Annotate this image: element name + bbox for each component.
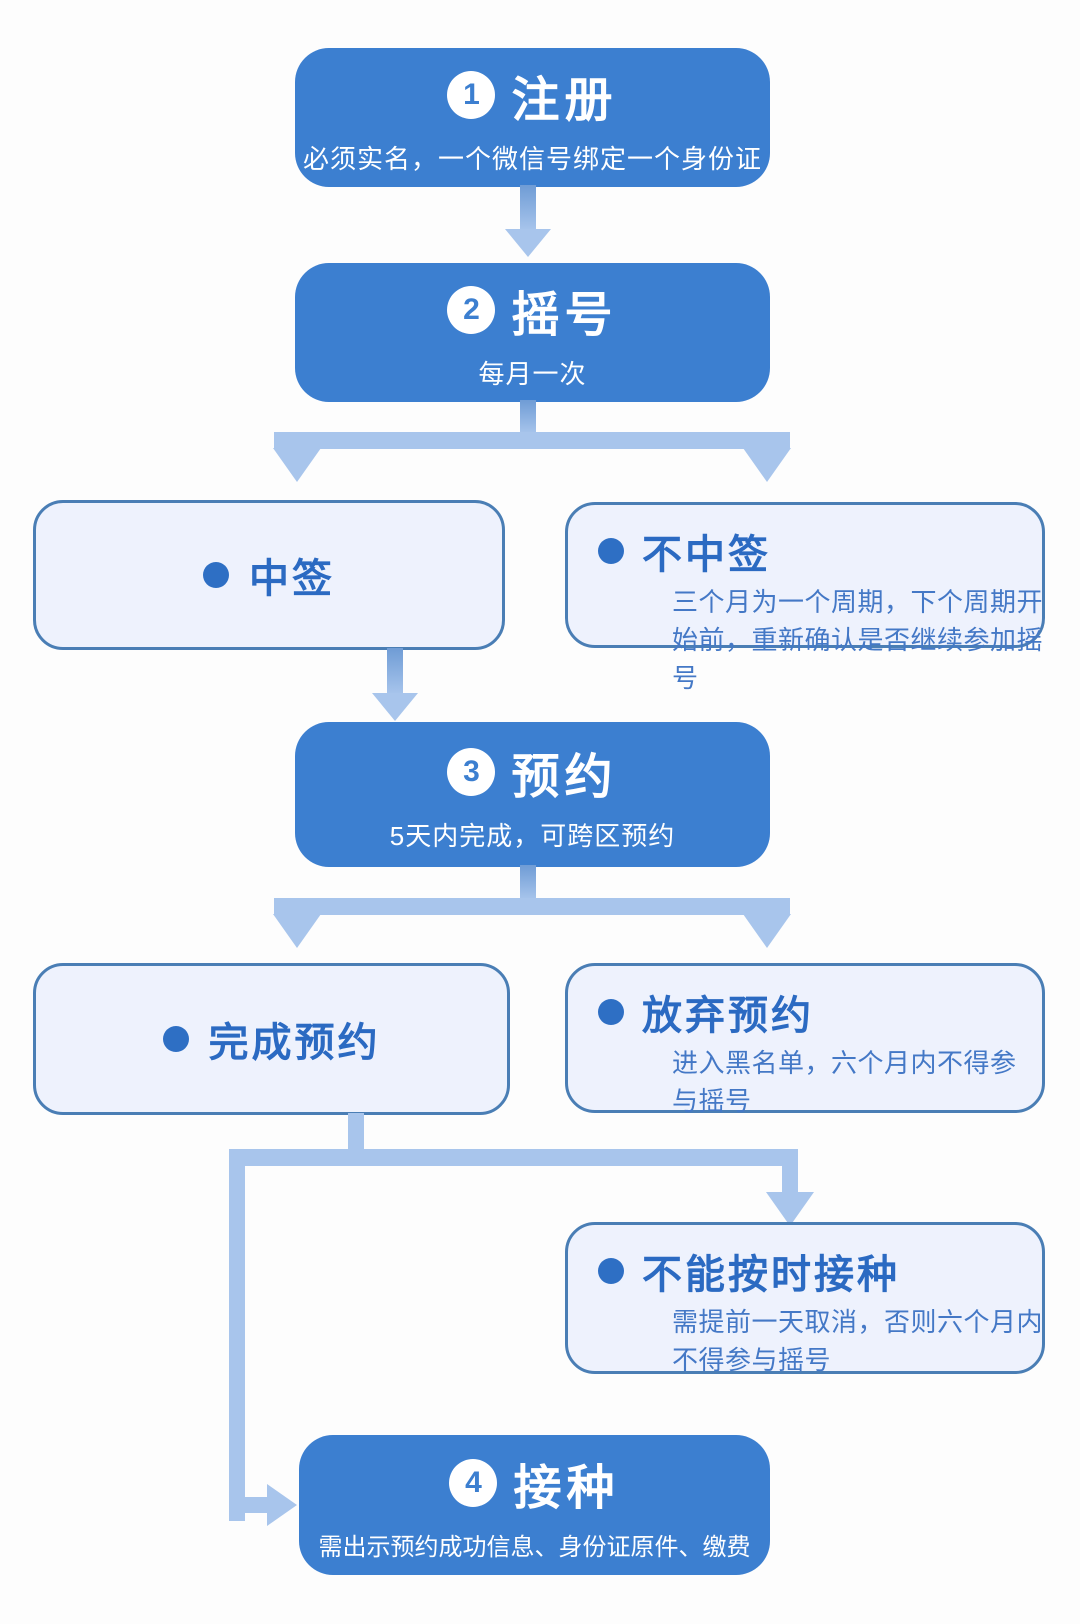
step-4-subtitle: 需出示预约成功信息、身份证原件、缴费 [318,1534,751,1561]
complete-to-vaccinate-vertical [229,1149,245,1521]
outcome-abandon-subtitle: 进入黑名单，六个月内不得参与摇号 [672,1048,1017,1116]
bullet-icon [162,1026,189,1052]
arrow-to-miss-head [766,1192,814,1226]
appointment-split-stub [520,865,536,900]
outcome-lose-title: 不中签 [642,533,771,577]
bullet-icon [598,538,624,564]
step-box-1-register: 1 注册 必须实名，一个微信号绑定一个身份证 [295,48,770,187]
step-box-4-vaccinate: 4 接种 需出示预约成功信息、身份证原件、缴费 [299,1435,770,1575]
lottery-split-bar [274,432,790,449]
outcome-abandon-title: 放弃预约 [642,994,814,1038]
complete-split-stub [348,1113,364,1153]
step-2-title-row: 2 摇号 [447,275,617,345]
arrow-to-complete-head [273,914,321,948]
step-3-title-row: 3 预约 [447,737,617,807]
bullet-icon [598,999,624,1025]
step-2-number-badge: 2 [447,285,496,334]
step-1-number-badge: 1 [447,70,496,119]
step-3-subtitle: 5天内完成，可跨区预约 [389,820,676,851]
arrow-register-to-lottery-shaft [520,185,536,231]
appointment-split-bar [274,898,790,915]
outcome-lose-title-row: 不中签 [598,522,1024,580]
step-4-number-badge: 4 [449,1459,498,1507]
arrow-register-to-lottery-head [505,229,551,257]
step-4-title-row: 4 接种 [449,1448,619,1518]
outcome-complete-title: 完成预约 [208,1021,381,1065]
complete-split-bar [229,1149,798,1166]
bullet-icon [203,562,229,588]
arrow-to-miss-shaft [782,1164,798,1194]
step-box-3-appointment: 3 预约 5天内完成，可跨区预约 [295,722,770,867]
bullet-icon [598,1258,624,1284]
outcome-box-miss: 不能按时接种 需提前一天取消，否则六个月内不得参与摇号 [565,1222,1045,1375]
complete-to-vaccinate-elbow [237,1497,270,1513]
arrow-to-win-head [273,448,321,482]
step-2-title: 摇号 [511,288,618,342]
outcome-box-lose: 不中签 三个月为一个周期，下个周期开始前，重新确认是否继续参加摇号 [565,502,1045,693]
arrow-to-vaccinate-head [267,1484,297,1526]
arrow-win-to-appointment-head [372,693,418,721]
step-1-title: 注册 [511,73,618,127]
outcome-win-title: 中签 [249,557,335,601]
outcome-box-complete: 完成预约 [33,963,510,1115]
outcome-abandon-title-row: 放弃预约 [598,983,1024,1041]
outcome-box-abandon: 放弃预约 进入黑名单，六个月内不得参与摇号 [565,963,1045,1116]
step-3-number-badge: 3 [447,747,496,796]
outcome-miss-subtitle: 需提前一天取消，否则六个月内不得参与摇号 [672,1307,1044,1375]
step-3-title: 预约 [511,750,618,804]
outcome-miss-title: 不能按时接种 [642,1253,900,1297]
outcome-box-win: 中签 [33,500,505,650]
lottery-split-stub [520,400,536,434]
outcome-miss-title-row: 不能按时接种 [598,1242,1024,1300]
step-2-subtitle: 每月一次 [478,358,587,389]
arrow-win-to-appointment-shaft [387,648,403,695]
arrow-to-lose-head [743,448,791,482]
arrow-to-abandon-head [743,914,791,948]
step-1-title-row: 1 注册 [447,60,617,130]
outcome-lose-subtitle: 三个月为一个周期，下个周期开始前，重新确认是否继续参加摇号 [672,587,1044,693]
step-1-subtitle: 必须实名，一个微信号绑定一个身份证 [302,143,762,174]
step-box-2-lottery: 2 摇号 每月一次 [295,263,770,402]
step-4-title: 接种 [513,1462,620,1515]
